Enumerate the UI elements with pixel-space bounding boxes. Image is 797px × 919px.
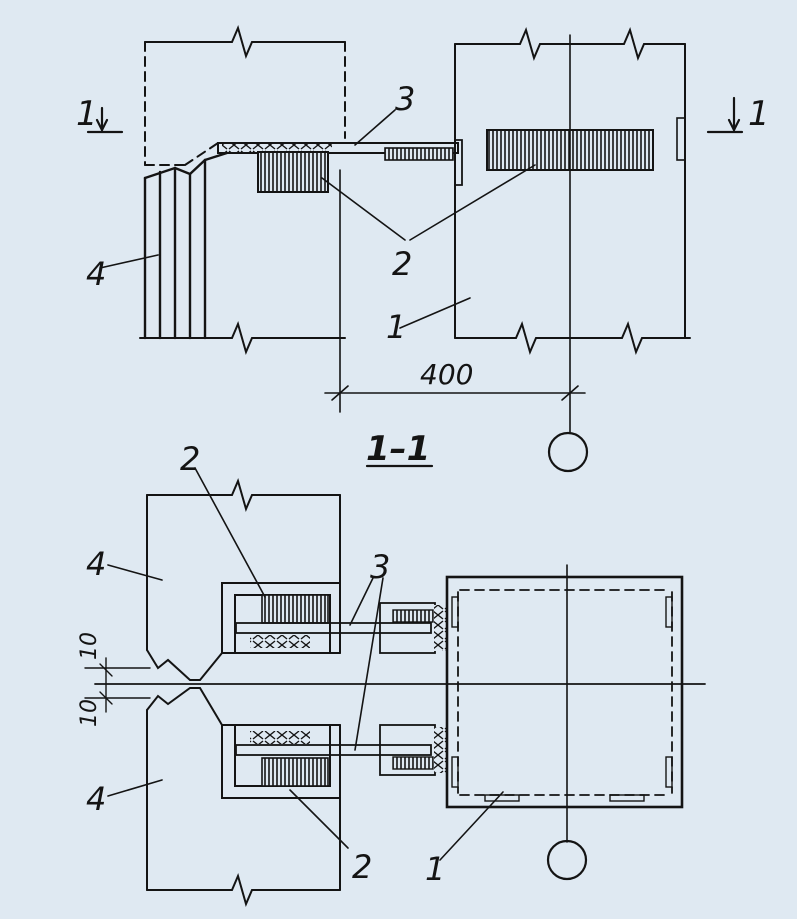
label-1-top: 1 [386, 308, 406, 346]
axis-marker-top [547, 431, 589, 473]
bracket-top [454, 139, 463, 186]
dimension-line-400 [324, 385, 586, 401]
label-4-section-bottom: 4 [86, 780, 106, 818]
label-section-1-left: 1 [76, 94, 98, 134]
plate-3-top [217, 142, 459, 161]
leaders-section [107, 467, 504, 861]
plate-3-lower [235, 724, 446, 776]
label-2-section-top: 2 [180, 440, 200, 478]
magnet-block-2-lower [261, 757, 329, 787]
magnet-block-2-top-left [257, 151, 329, 193]
label-1-section: 1 [425, 850, 445, 888]
leaders-top [99, 109, 536, 329]
panel-1-top [454, 27, 691, 355]
panel-4-section [146, 478, 341, 907]
panel-1-section [445, 575, 684, 809]
plate-3-upper [235, 602, 446, 654]
top-left-bottom-break [139, 321, 346, 355]
label-4-top: 4 [86, 255, 106, 293]
section-mark-left [86, 106, 124, 134]
label-2-section-bottom: 2 [352, 848, 372, 886]
label-dim-10-bottom: 10 [77, 699, 102, 727]
top-left-break-line [144, 25, 346, 59]
section-mark-right [706, 96, 744, 134]
label-4-section-top: 4 [86, 545, 106, 583]
joint-seam [84, 649, 706, 726]
label-section-1-right: 1 [748, 94, 770, 134]
magnet-block-2-upper [261, 594, 329, 624]
section-title: 1–1 [366, 429, 430, 469]
label-3-section: 3 [370, 548, 390, 586]
labels: 1 1 3 2 4 1 400 1–1 2 3 4 4 2 1 10 10 [76, 80, 770, 888]
label-3-top: 3 [395, 80, 415, 118]
label-2-top: 2 [392, 245, 412, 283]
axis-marker-section [546, 839, 588, 881]
label-dim-10-top: 10 [77, 632, 102, 660]
column-4-top [143, 150, 232, 340]
label-dimension-400: 400 [420, 358, 473, 391]
